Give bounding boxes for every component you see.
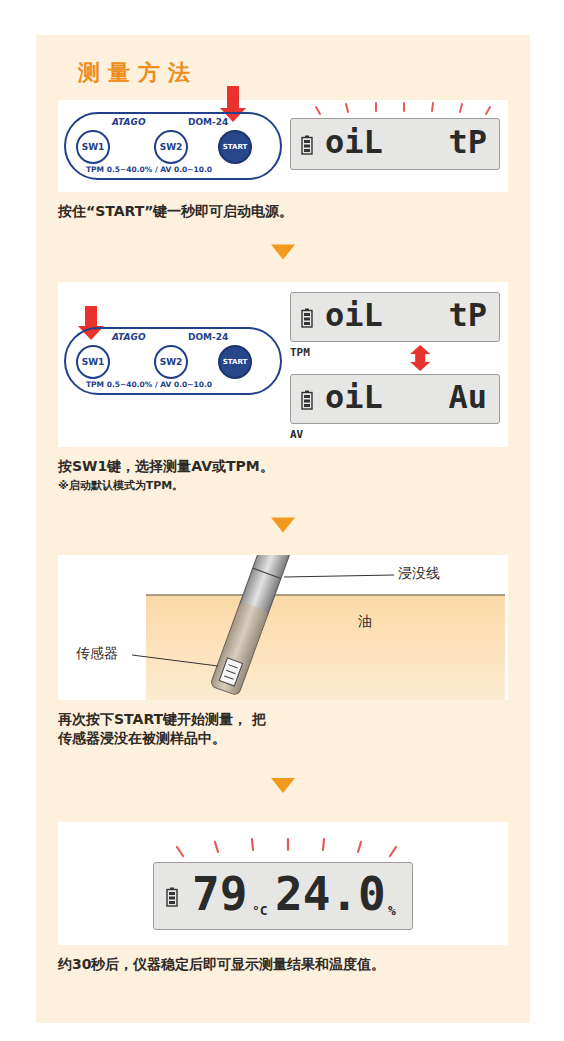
lcd-digits: tP <box>448 123 487 161</box>
text-slot: ATAGO <box>112 117 146 127</box>
oil <box>146 595 505 700</box>
panel-text: TPM 0.5~40.0% / AV 0.0~10.0 <box>86 380 212 389</box>
button-slot: SW1 <box>78 347 108 377</box>
lcd-digits: °C <box>252 903 268 918</box>
probe <box>210 555 303 696</box>
switch-button: SW1 <box>76 345 110 379</box>
step-arrow <box>271 778 295 793</box>
text-slot: AV <box>290 428 303 441</box>
start-button: START <box>218 130 252 164</box>
lcd-digits: tP <box>448 296 487 334</box>
lcd-display: oiLtPTPM <box>290 292 500 342</box>
lcd-digits: 79 <box>192 867 247 921</box>
lcd-display: oiL tP <box>290 118 500 170</box>
text-slot: 24.0 <box>275 867 386 921</box>
toggle-arrow <box>410 345 430 371</box>
battery-icon <box>301 308 313 328</box>
lcd-digits: Au <box>448 378 487 416</box>
step-box: 按SW1键，选择测量AV或TPM。※启动默认模式为TPM。ATAGODOM-24… <box>58 282 508 447</box>
step-arrow <box>271 245 295 260</box>
text-slot: 79 <box>192 867 247 921</box>
button-label: SW1 <box>82 357 105 367</box>
press-arrow <box>220 86 246 122</box>
part-label: 浸没线 <box>398 565 440 583</box>
battery-icon <box>301 390 313 410</box>
text-slot: ATAGO <box>112 332 146 342</box>
caption: 再次按下START键开始测量， 把传感器浸没在被测样品中。 <box>58 710 273 748</box>
leader-line <box>284 575 394 577</box>
battery-icon <box>301 135 313 155</box>
button-label: SW2 <box>160 142 183 152</box>
button-slot: SW2 <box>156 132 186 162</box>
step-box: 按住“START”键一秒即可启动电源。ATAGODOM-24TPM 0.5~40… <box>58 100 508 192</box>
button-slot: SW2 <box>156 347 186 377</box>
text-slot: Au <box>448 378 487 416</box>
device-panel: ATAGO DOM-24TPM 0.5~40.0% / AV 0.0~10.0 SW… <box>64 327 282 395</box>
lcd-digits: oiL <box>325 123 383 161</box>
step-arrow <box>271 518 295 533</box>
title: 测量方法 <box>78 58 198 88</box>
step-caption: 再次按下START键开始测量， 把传感器浸没在被测样品中。 <box>58 710 273 748</box>
switch-button: SW1 <box>76 130 110 164</box>
press-arrow <box>78 306 104 340</box>
step-caption: 按SW1键，选择测量AV或TPM。 <box>58 457 498 476</box>
text-slot: tP <box>448 296 487 334</box>
lcd-digits: AV <box>290 428 303 441</box>
step-caption: 按住“START”键一秒即可启动电源。 <box>58 202 498 221</box>
blink-rays <box>177 839 396 856</box>
text-slot: % <box>388 903 396 918</box>
switch-button: SW2 <box>154 130 188 164</box>
text-slot: TPM 0.5~40.0% / AV 0.0~10.0 <box>86 380 212 389</box>
lcd-display: oiLAuAV <box>290 374 500 424</box>
panel-text: ATAGO <box>112 117 146 127</box>
lcd-digits: oiL <box>325 296 383 334</box>
lcd-display: 79 °C 24.0% <box>153 862 413 930</box>
button-label: START <box>223 143 248 151</box>
step-box: 约30秒后，仪器稳定后即可显示测量结果和温度值。 79°C24.0% <box>58 822 508 945</box>
button-label: START <box>223 358 248 366</box>
step-box: 再次按下START键开始测量， 把传感器浸没在被测样品中。浸没线油传感器 <box>58 555 508 700</box>
text-slot: °C <box>252 903 268 918</box>
lcd-digits: TPM <box>290 346 310 359</box>
leader-line <box>132 655 218 666</box>
text-slot: tP <box>448 123 487 161</box>
device-panel: ATAGO DOM-24TPM 0.5~40.0% / AV 0.0~10.0 SW… <box>64 112 282 180</box>
probe-in-oil <box>58 555 508 700</box>
step-note: ※启动默认模式为TPM。 <box>58 478 498 494</box>
switch-button: SW2 <box>154 345 188 379</box>
button-label: SW1 <box>82 142 105 152</box>
panel-text: DOM-24 <box>188 332 228 342</box>
step-caption: 约30秒后，仪器稳定后即可显示测量结果和温度值。 <box>58 955 498 974</box>
text-slot: TPM <box>290 346 310 359</box>
text-slot: oiL <box>325 123 383 161</box>
lcd-digits: % <box>388 903 396 918</box>
lcd-digits: 24.0 <box>275 867 386 921</box>
button-slot: START <box>220 347 250 377</box>
button-label: SW2 <box>160 357 183 367</box>
panel-text: DOM-24 <box>188 117 228 127</box>
text-slot: oiL <box>325 296 383 334</box>
text-slot: DOM-24 <box>188 332 228 342</box>
caption: 按SW1键，选择测量AV或TPM。 ※启动默认模式为TPM。 <box>58 457 498 494</box>
caption: 约30秒后，仪器稳定后即可显示测量结果和温度值。 <box>58 955 498 974</box>
blink-rays <box>316 103 490 114</box>
text-slot: DOM-24 <box>188 117 228 127</box>
start-button: START <box>218 345 252 379</box>
part-label: 油 <box>358 613 372 631</box>
text-slot: oiL <box>325 378 383 416</box>
button-slot: SW1 <box>78 132 108 162</box>
part-label: 传感器 <box>76 645 118 663</box>
lcd-digits: oiL <box>325 378 383 416</box>
battery-icon <box>166 887 178 907</box>
text-slot: TPM 0.5~40.0% / AV 0.0~10.0 <box>86 165 212 174</box>
button-slot: START <box>220 132 250 162</box>
oil-surface <box>146 594 505 595</box>
panel-text: ATAGO <box>112 332 146 342</box>
caption: 按住“START”键一秒即可启动电源。 <box>58 202 498 221</box>
panel-text: TPM 0.5~40.0% / AV 0.0~10.0 <box>86 165 212 174</box>
